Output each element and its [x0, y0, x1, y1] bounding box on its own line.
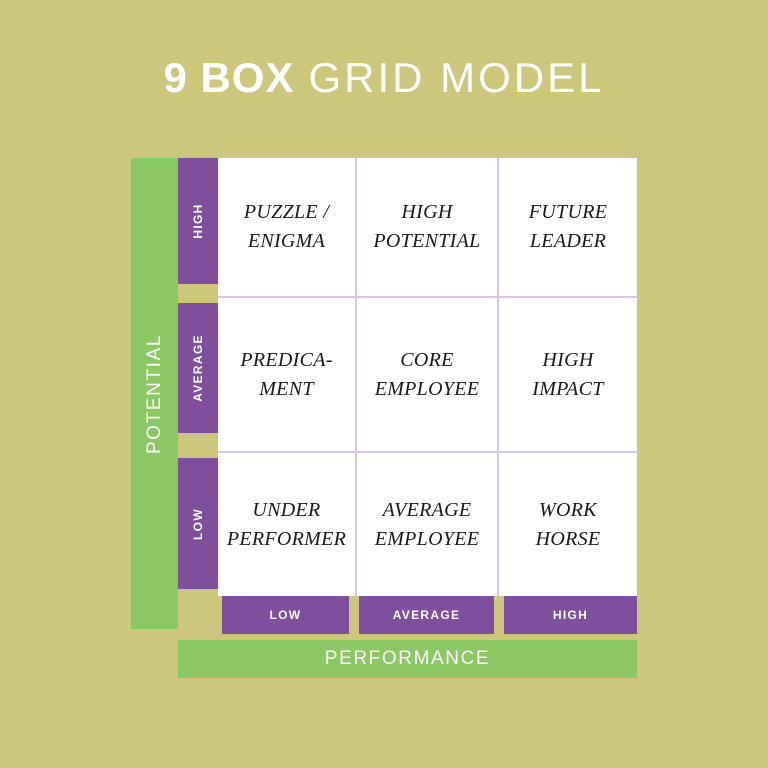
cell-low-low[interactable]: UNDER PERFORMER — [218, 453, 355, 596]
x-level-average-label: AVERAGE — [392, 608, 461, 622]
x-level-low-label: LOW — [269, 608, 302, 622]
cell-low-high-line1: WORK — [539, 498, 597, 521]
y-axis-potential-bar: POTENTIAL — [131, 158, 178, 629]
x-level-low: LOW — [222, 596, 349, 634]
cell-high-average-line1: HIGH — [401, 201, 453, 223]
gridline-horizontal-2 — [218, 451, 637, 453]
cell-low-low-line1: UNDER — [252, 498, 321, 521]
y-level-low-label: LOW — [191, 507, 205, 540]
cell-average-high-line2: IMPACT — [532, 377, 604, 400]
cell-average-average-line2: EMPLOYEE — [374, 377, 480, 400]
y-level-high-label: HIGH — [191, 203, 205, 239]
x-level-average: AVERAGE — [359, 596, 494, 634]
cell-high-average[interactable]: HIGH POTENTIAL — [357, 158, 497, 296]
y-level-average: AVERAGE — [178, 303, 218, 433]
cell-low-low-line2: PERFORMER — [226, 527, 347, 550]
cell-average-low-line2: MENT — [259, 377, 314, 400]
cell-low-average-line2: EMPLOYEE — [374, 527, 480, 550]
title-light-part: GRID MODEL — [308, 54, 605, 101]
cell-average-average[interactable]: CORE EMPLOYEE — [357, 298, 497, 451]
y-level-average-label: AVERAGE — [191, 334, 205, 402]
y-level-high: HIGH — [178, 158, 218, 284]
cell-high-low-line1: PUZZLE / — [243, 201, 330, 223]
cell-low-high[interactable]: WORK HORSE — [499, 453, 637, 596]
cell-average-high[interactable]: HIGH IMPACT — [499, 298, 637, 451]
gridline-vertical-2 — [497, 158, 499, 596]
x-level-high: HIGH — [504, 596, 637, 634]
x-axis-label: PERFORMANCE — [324, 648, 491, 669]
cell-high-high[interactable]: FUTURE LEADER — [499, 158, 637, 296]
cell-average-low[interactable]: PREDICA- MENT — [218, 298, 355, 451]
gridline-vertical-1 — [355, 158, 357, 596]
title-bold-part: 9 BOX — [163, 54, 295, 101]
cell-high-high-line2: LEADER — [529, 230, 607, 252]
cell-high-high-line1: FUTURE — [528, 201, 608, 223]
cell-high-low[interactable]: PUZZLE / ENIGMA — [218, 158, 355, 296]
cell-low-average-line1: AVERAGE — [382, 498, 472, 521]
cell-average-average-line1: CORE — [400, 348, 454, 371]
cell-high-average-line2: POTENTIAL — [373, 230, 481, 252]
y-axis-label: POTENTIAL — [143, 333, 165, 454]
cell-average-high-line1: HIGH — [542, 348, 594, 371]
page-title: 9 BOX GRID MODEL — [0, 57, 768, 99]
cell-low-average[interactable]: AVERAGE EMPLOYEE — [357, 453, 497, 596]
grid-plot-area: PUZZLE / ENIGMA HIGH POTENTIAL FUTURE LE… — [218, 158, 637, 596]
x-level-high-label: HIGH — [552, 608, 589, 622]
cell-low-high-line2: HORSE — [535, 527, 601, 550]
gridline-horizontal-1 — [218, 296, 637, 298]
x-axis-performance-bar: PERFORMANCE — [178, 640, 637, 678]
y-level-low: LOW — [178, 458, 218, 589]
cell-average-low-line1: PREDICA- — [240, 348, 333, 371]
cell-high-low-line2: ENIGMA — [247, 230, 326, 252]
